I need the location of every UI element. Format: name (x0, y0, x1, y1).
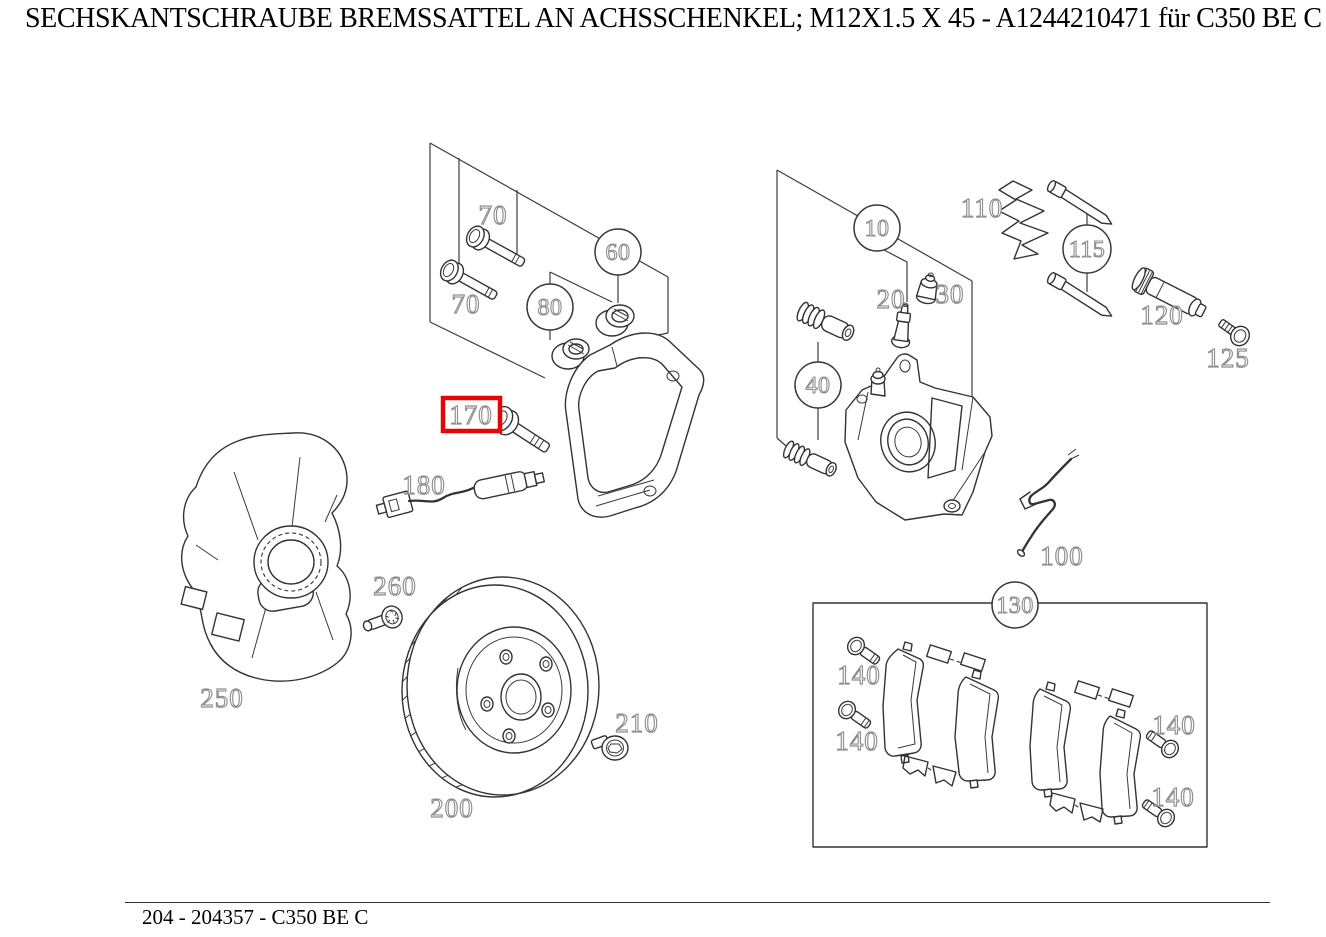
label-20[interactable]: 20 (876, 283, 906, 314)
footer-reference: 204 - 204357 - C350 BE C (142, 905, 369, 929)
part-retaining-pin-115-lower (1046, 272, 1113, 317)
part-caliper-carrier (564, 332, 705, 518)
label-70-lower[interactable]: 70 (451, 288, 481, 319)
label-210[interactable]: 210 (615, 707, 659, 738)
part-anti-rattle-clip-110 (998, 180, 1049, 260)
part-brake-pad-2 (954, 669, 1000, 789)
part-guide-bushing-60 (595, 304, 635, 337)
part-pad-bolt-140-1 (846, 636, 881, 665)
highlighted-callout-170[interactable]: 170 (440, 395, 503, 434)
callout-10[interactable]: 10 (853, 204, 901, 252)
part-guide-pin-bolt-120 (1131, 267, 1207, 318)
label-140-3[interactable]: 140 (1152, 709, 1196, 740)
label-200[interactable]: 200 (430, 792, 474, 823)
label-100[interactable]: 100 (1040, 540, 1084, 571)
part-brake-disc (401, 576, 600, 798)
label-250[interactable]: 250 (200, 682, 244, 713)
part-pad-spring-100 (1016, 448, 1080, 557)
part-brake-pad-1 (882, 641, 925, 764)
part-countersunk-screw-210 (590, 735, 629, 761)
part-guide-pin-lower (782, 440, 837, 477)
callout-130-label[interactable]: 130 (996, 592, 1034, 619)
label-140-4[interactable]: 140 (1151, 781, 1195, 812)
part-pad-bolt-140-4 (1141, 799, 1176, 828)
label-140-2[interactable]: 140 (835, 725, 879, 756)
page-title: SECHSKANTSCHRAUBE BREMSSATTEL AN ACHSSCH… (25, 3, 1322, 34)
part-bolt-260 (362, 605, 403, 632)
highlight-box (440, 395, 503, 434)
callout-80[interactable]: 80 (526, 283, 574, 331)
label-120[interactable]: 120 (1140, 299, 1184, 330)
part-pad-clips-left (902, 644, 987, 787)
part-wear-sensor (375, 470, 545, 519)
part-bleeder-cap-30 (915, 272, 938, 305)
footer-divider (125, 902, 1270, 903)
label-140-1[interactable]: 140 (837, 659, 881, 690)
part-bleeder-valve-20 (891, 302, 912, 349)
label-70-upper[interactable]: 70 (478, 199, 508, 230)
callout-10-label[interactable]: 10 (864, 215, 890, 242)
part-pad-bolt-140-2 (837, 700, 872, 729)
label-30[interactable]: 30 (935, 278, 965, 309)
label-125[interactable]: 125 (1206, 342, 1250, 373)
callout-115-label[interactable]: 115 (1068, 236, 1106, 263)
callout-80-label[interactable]: 80 (537, 294, 563, 321)
bleeder-boss (856, 367, 886, 404)
part-brake-pad-4 (1099, 708, 1142, 825)
label-180[interactable]: 180 (402, 469, 446, 500)
part-guide-bolt-70-upper (465, 225, 526, 267)
callout-60-label[interactable]: 60 (605, 239, 631, 266)
part-caliper-body (844, 353, 993, 521)
callout-40[interactable]: 40 (794, 361, 842, 409)
label-260[interactable]: 260 (373, 570, 417, 601)
part-brake-pad-3 (1029, 681, 1072, 798)
part-splash-shield (180, 432, 352, 682)
part-guide-bolt-70-lower (439, 259, 498, 300)
label-110[interactable]: 110 (960, 192, 1004, 223)
part-guide-bushing-80 (551, 338, 590, 370)
part-screw-125 (1218, 319, 1251, 347)
callout-40-label[interactable]: 40 (805, 372, 831, 399)
callout-60[interactable]: 60 (594, 228, 642, 276)
part-retaining-pin-115-upper (1046, 180, 1113, 225)
part-guide-pin-upper (796, 301, 855, 342)
disc-lug-holes (480, 649, 555, 744)
part-pad-clips-right (1049, 680, 1135, 823)
callout-130[interactable]: 130 (991, 581, 1039, 629)
part-pad-bolt-140-3 (1145, 730, 1180, 759)
label-170[interactable]: 170 (449, 399, 493, 430)
callout-115[interactable]: 115 (1062, 224, 1112, 274)
